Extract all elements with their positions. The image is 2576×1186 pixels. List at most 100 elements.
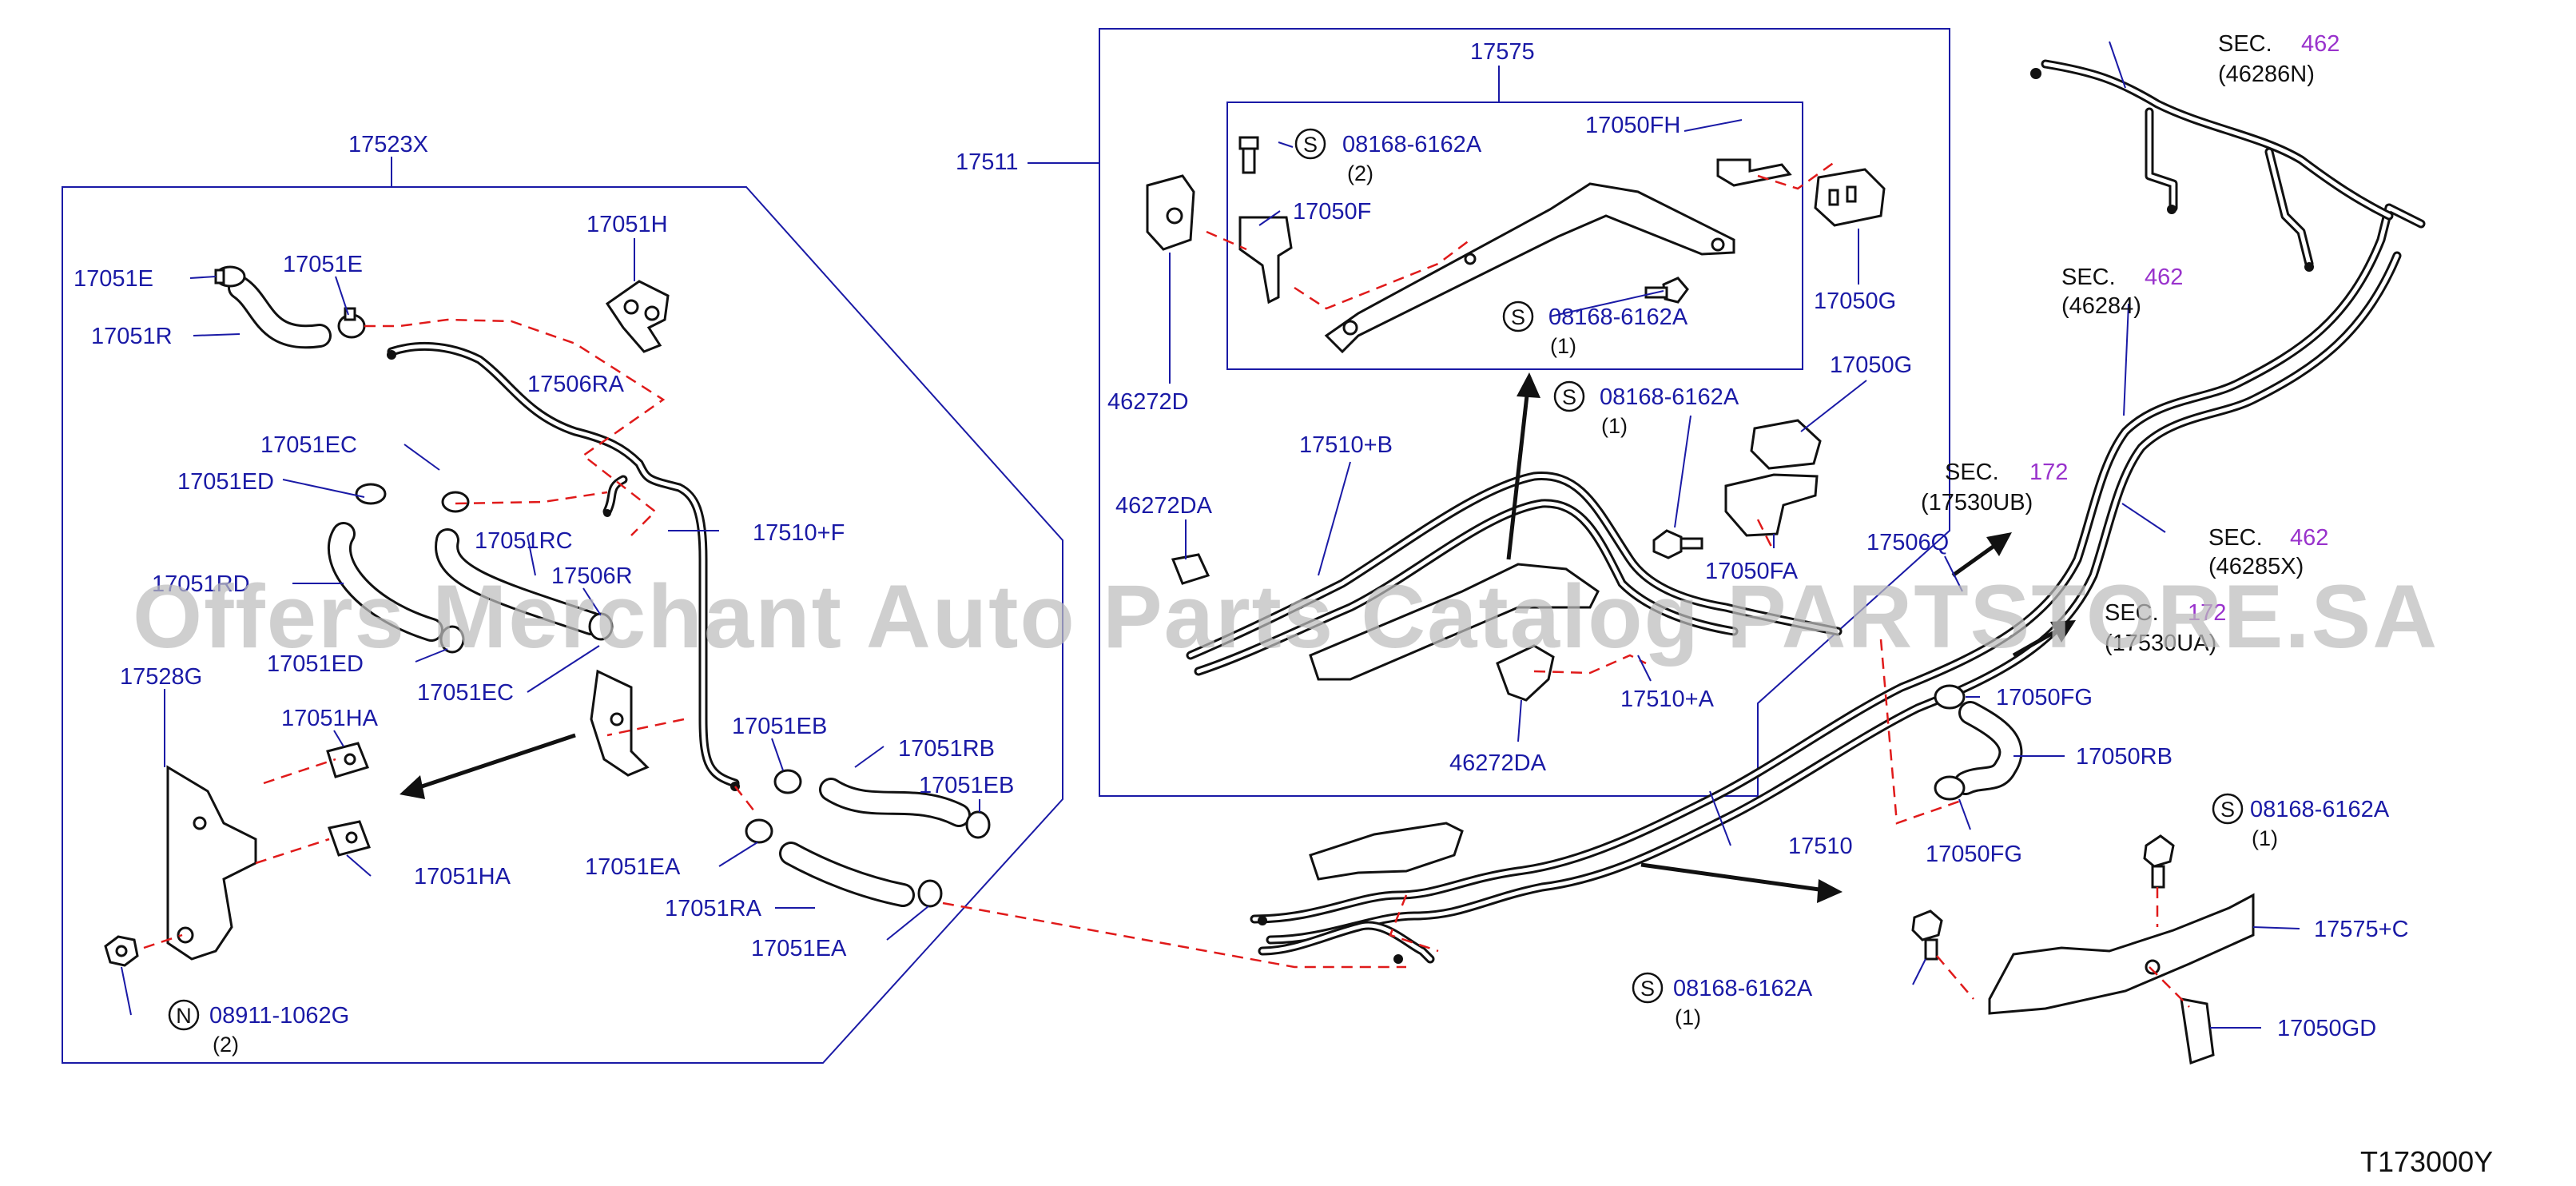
label-17050g-2[interactable]: 17050G [1830, 352, 1912, 378]
label-17050fh[interactable]: 17050FH [1585, 113, 1680, 138]
count-08168e: (1) [1675, 1005, 1701, 1029]
svg-text:(46286N): (46286N) [2218, 62, 2315, 87]
center-group-parts [1146, 136, 1886, 702]
label-08168-6162a-3[interactable]: 08168-6162A [1600, 384, 1739, 410]
label-17575[interactable]: 17575 [1470, 39, 1535, 65]
label-17051rd[interactable]: 17051RD [152, 571, 250, 597]
label-17051rb[interactable]: 17051RB [898, 736, 995, 762]
leader-lines [121, 41, 2300, 1029]
label-17051ha[interactable]: 17051HA [281, 706, 379, 731]
label-17051ec[interactable]: 17051EC [260, 432, 357, 458]
label-17051ea-2[interactable]: 17051EA [751, 936, 847, 961]
clamp-17051e-lower [337, 307, 366, 339]
label-17510[interactable]: 17510 [1788, 834, 1853, 859]
count-08911: (2) [213, 1033, 239, 1057]
label-08911-1062g[interactable]: 08911-1062G [209, 1003, 349, 1029]
bolt-08168-right [2143, 834, 2175, 889]
label-08168-6162a-2[interactable]: 08168-6162A [1548, 304, 1688, 330]
svg-text:462: 462 [2290, 525, 2328, 551]
bolt-08168-lowleft [1911, 909, 1943, 961]
bracket-17050f [1238, 216, 1293, 304]
arrow-up-right-2 [2012, 626, 2063, 658]
direction-arrows [400, 372, 2076, 903]
svg-text:462: 462 [2301, 31, 2339, 57]
label-17050fg-2[interactable]: 17050FG [1926, 842, 2022, 867]
label-17506q[interactable]: 17506Q [1866, 530, 1949, 555]
label-17506ra[interactable]: 17506RA [527, 372, 625, 397]
svg-text:SEC.: SEC. [2208, 525, 2263, 551]
label-17051h[interactable]: 17051H [586, 212, 668, 237]
symbol-s-08168d [2212, 793, 2244, 825]
label-17050fa[interactable]: 17050FA [1705, 559, 1799, 584]
label-17050g[interactable]: 17050G [1814, 289, 1896, 314]
svg-text:SEC.: SEC. [2061, 265, 2116, 290]
label-17051ed[interactable]: 17051ED [177, 469, 274, 495]
label-17511[interactable]: 17511 [956, 149, 1019, 175]
bracket-17528g [166, 765, 257, 961]
bolt-08168-top [1238, 136, 1259, 174]
label-17051ec-2[interactable]: 17051EC [417, 680, 514, 706]
label-17050gd[interactable]: 17050GD [2277, 1016, 2376, 1041]
label-17051r[interactable]: 17051R [91, 324, 173, 349]
symbol-s-text-b: S [1511, 305, 1525, 329]
section-ref-46284[interactable]: SEC. 462 (46284) [2061, 265, 2183, 319]
svg-text:(17530UB): (17530UB) [1921, 490, 2033, 515]
clamp-17051ec-1 [355, 483, 387, 505]
label-17051ed-2[interactable]: 17051ED [267, 651, 364, 677]
clamp-17051ea-2 [917, 879, 943, 908]
watermark-text: Offers Merchant Auto Parts Catalog PARTS… [133, 567, 2439, 667]
section-references: SEC. 462 (46286N) SEC. 462 (46284) SEC. … [1921, 31, 2339, 656]
label-17506r[interactable]: 17506R [551, 563, 633, 589]
label-17051ha-2[interactable]: 17051HA [414, 864, 511, 890]
group-17523x-outline [62, 186, 1063, 1064]
label-17051ra[interactable]: 17051RA [665, 896, 762, 921]
arrow-up-right-1 [1951, 541, 1999, 578]
label-17050f[interactable]: 17050F [1293, 199, 1371, 225]
label-17051ea[interactable]: 17051EA [585, 854, 681, 880]
clip-46272da-lower [1496, 644, 1555, 702]
svg-text:(46284): (46284) [2061, 293, 2141, 319]
symbol-s-text-d: S [2220, 798, 2235, 822]
label-17528g[interactable]: 17528G [120, 664, 202, 690]
label-17510b[interactable]: 17510+B [1299, 432, 1393, 458]
label-17051eb[interactable]: 17051EB [732, 714, 827, 739]
group-17511-outline [1099, 28, 1950, 797]
clamp-17051eb-2 [965, 810, 991, 839]
assembly-dashed-lines [143, 158, 2190, 1008]
label-08168-6162a-1[interactable]: 08168-6162A [1342, 132, 1482, 157]
label-46272da[interactable]: 46272DA [1115, 493, 1213, 519]
clip-17050gd [2180, 997, 2215, 1065]
label-46272d[interactable]: 46272D [1107, 389, 1189, 415]
section-ref-46286n[interactable]: SEC. 462 (46286N) [2218, 31, 2339, 87]
clamp-17050fg-2 [1934, 775, 1966, 801]
section-ref-17530ub[interactable]: SEC. 172 (17530UB) [1921, 460, 2068, 515]
bottom-center-parts [1258, 822, 1464, 964]
label-17050rb[interactable]: 17050RB [2076, 744, 2173, 770]
main-pipe-17510 [1250, 59, 2426, 945]
section-ref-17530ua[interactable]: SEC. 172 (17530UA) [2105, 600, 2226, 656]
label-17510f[interactable]: 17510+F [753, 520, 845, 546]
frame-17510a [1309, 563, 1600, 681]
count-08168b: (1) [1550, 334, 1576, 358]
label-08168-6162a-5[interactable]: 08168-6162A [1673, 976, 1813, 1001]
label-17051eb-2[interactable]: 17051EB [919, 773, 1014, 798]
clip-46272da-upper [1171, 553, 1210, 585]
label-17051e[interactable]: 17051E [74, 266, 153, 292]
group-17575-outline [1226, 101, 1803, 370]
section-ref-46285x[interactable]: SEC. 462 (46285X) [2208, 525, 2328, 579]
label-17575c[interactable]: 17575+C [2314, 917, 2409, 942]
label-17051e-2[interactable]: 17051E [283, 252, 363, 277]
label-46272da-2[interactable]: 46272DA [1449, 750, 1547, 776]
label-17523x[interactable]: 17523X [348, 132, 428, 157]
label-08168-6162a-4[interactable]: 08168-6162A [2250, 797, 2390, 822]
label-17510a[interactable]: 17510+A [1620, 687, 1715, 712]
bolt-08168-mid [1644, 277, 1689, 304]
symbol-s-08168b [1502, 300, 1534, 332]
clamp-17050fg-1 [1934, 684, 1966, 710]
label-17050fg[interactable]: 17050FG [1996, 685, 2093, 710]
label-17051rc[interactable]: 17051RC [475, 528, 573, 554]
svg-text:(46285X): (46285X) [2208, 554, 2304, 579]
bracket-17051h [605, 280, 670, 353]
clamp-17051e-upper [214, 265, 246, 288]
